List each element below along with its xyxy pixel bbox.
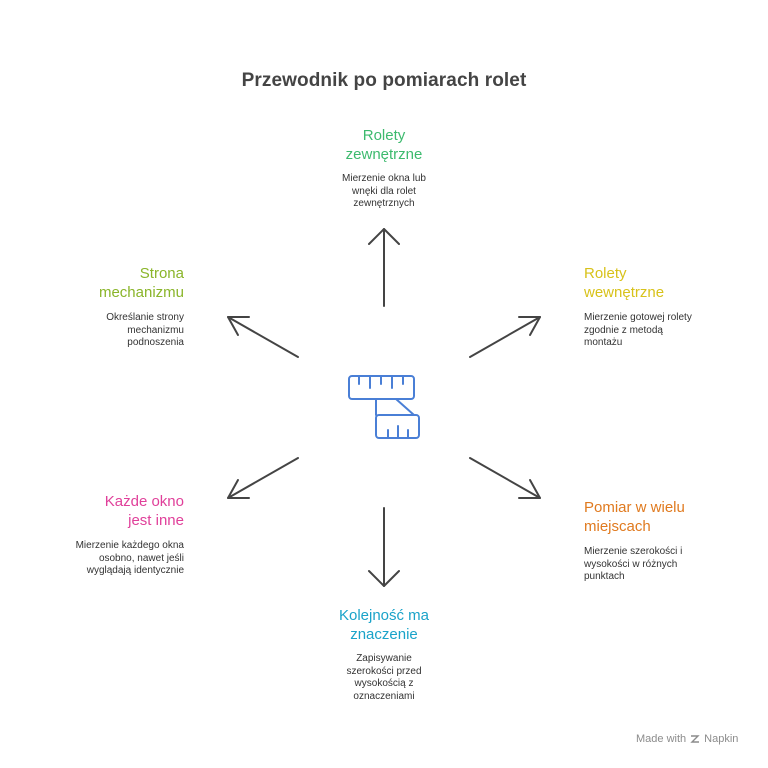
node-title: Rolety wewnętrzne: [584, 265, 665, 301]
node-outer-blinds: Rolety zewnętrzne Mierzenie okna lub wnę…: [324, 126, 444, 211]
node-title: Każde okno jest inne: [104, 493, 184, 529]
arrow-upper-left: [227, 316, 299, 358]
arrow-down: [368, 507, 400, 587]
made-with-footer: Made with Napkin: [636, 733, 738, 745]
brand-label: Napkin: [704, 733, 739, 745]
node-description: Zapisywanie szerokości przed wysokością …: [346, 653, 422, 702]
napkin-logo-icon: [690, 735, 700, 743]
arrow-lower-right: [469, 457, 541, 499]
node-description: Mierzenie szerokości i wysokości w różny…: [584, 546, 683, 582]
arrow-upper-right: [469, 316, 541, 358]
arrow-up: [368, 228, 400, 307]
node-mechanism-side: Strona mechanizmu Określanie strony mech…: [74, 264, 184, 350]
node-inner-blinds: Rolety wewnętrzne Mierzenie gotowej role…: [584, 264, 694, 350]
node-order-matters: Kolejność ma znaczenie Zapisywanie szero…: [324, 606, 444, 703]
node-title: Pomiar w wielu miejscach: [584, 499, 685, 535]
made-with-label: Made with: [636, 733, 687, 745]
page-title: Przewodnik po pomiarach rolet: [241, 70, 527, 91]
node-description: Mierzenie okna lub wnęki dla rolet zewnę…: [342, 173, 426, 209]
arrow-lower-left: [227, 457, 299, 499]
node-title: Kolejność ma znaczenie: [338, 607, 430, 643]
node-every-window: Każde okno jest inne Mierzenie każdego o…: [64, 492, 184, 578]
node-description: Mierzenie każdego okna osobno, nawet jeś…: [75, 540, 184, 576]
node-multiple-points: Pomiar w wielu miejscach Mierzenie szero…: [584, 498, 704, 584]
node-description: Określanie strony mechanizmu podnoszenia: [106, 312, 184, 348]
measuring-tape-icon: [348, 375, 420, 439]
node-title: Rolety zewnętrzne: [345, 127, 423, 163]
node-description: Mierzenie gotowej rolety zgodnie z metod…: [584, 312, 692, 348]
node-title: Strona mechanizmu: [98, 265, 184, 301]
